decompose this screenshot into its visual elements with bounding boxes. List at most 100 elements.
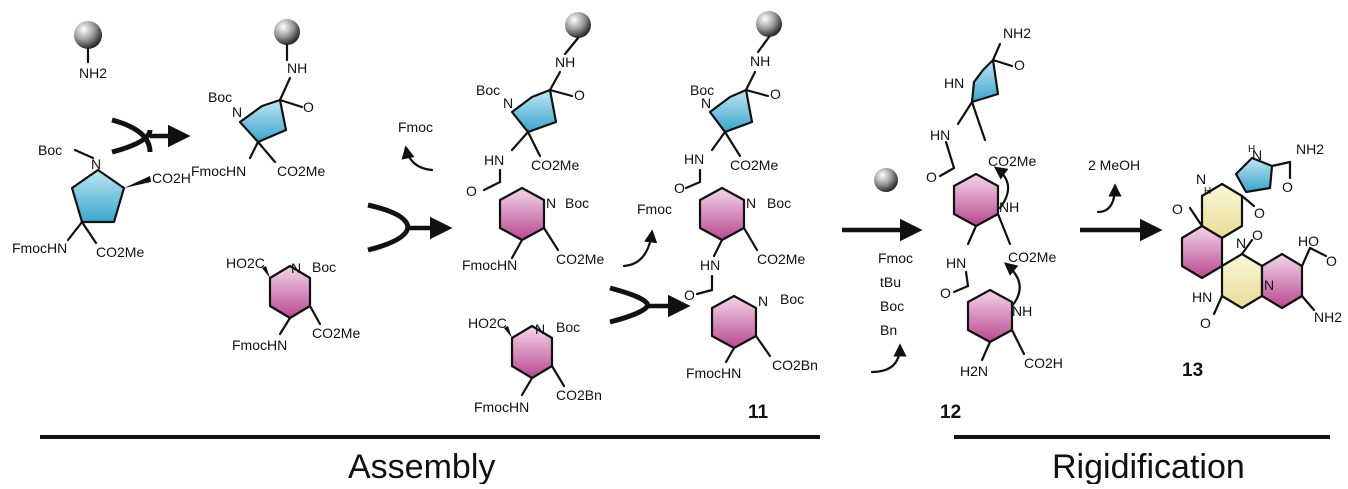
s4-nh: NH bbox=[555, 54, 575, 70]
s2-boc: Boc bbox=[208, 89, 232, 105]
svg-text:N: N bbox=[701, 95, 711, 111]
svg-text:N: N bbox=[746, 195, 756, 211]
resin-bead-icon bbox=[74, 21, 102, 49]
svg-text:N: N bbox=[232, 104, 242, 120]
s11-resin-icon bbox=[756, 11, 782, 37]
s4-pyrrolidine-icon bbox=[512, 90, 556, 132]
s13-piperidine-1-icon bbox=[1182, 226, 1222, 278]
svg-text:N: N bbox=[291, 260, 301, 276]
s11-pyrrolidine-icon bbox=[710, 90, 752, 132]
resin-amine-label: NH2 bbox=[79, 65, 107, 81]
svg-text:N: N bbox=[91, 156, 101, 172]
merge-arrow-3 bbox=[609, 285, 691, 325]
svg-text:H: H bbox=[1248, 144, 1255, 155]
structure-1: N Boc CO2H FmocHN CO2Me bbox=[12, 142, 191, 260]
s11-nh: NH bbox=[750, 53, 770, 69]
s11-boc2: Boc bbox=[767, 195, 791, 211]
s11-boc3: Boc bbox=[780, 291, 804, 307]
svg-text:O: O bbox=[1252, 227, 1263, 243]
svg-text:N: N bbox=[503, 95, 513, 111]
s3-piperidine-icon bbox=[270, 266, 310, 318]
svg-text:O: O bbox=[684, 287, 695, 303]
svg-text:O: O bbox=[574, 87, 585, 103]
s1-boc: Boc bbox=[38, 142, 62, 158]
s12-ester2: CO2Me bbox=[1008, 249, 1056, 265]
s4-hn: HN bbox=[484, 152, 504, 168]
s11-piperidine-1-icon bbox=[700, 188, 744, 240]
s11-ester3: CO2Bn bbox=[772, 357, 818, 373]
assembly-label: Assembly bbox=[348, 448, 495, 484]
s5-ester: CO2Bn bbox=[556, 387, 602, 403]
cleavage-1: Fmoc bbox=[878, 250, 913, 266]
svg-text:O: O bbox=[926, 169, 937, 185]
s3-acid: HO2C bbox=[226, 255, 265, 271]
s11-boc1: Boc bbox=[690, 82, 714, 98]
merge-arrow-2 bbox=[367, 202, 453, 253]
svg-text:N: N bbox=[546, 195, 556, 211]
svg-text:N: N bbox=[535, 321, 545, 337]
s13-amide: NH2 bbox=[1296, 141, 1324, 157]
structure-3: N Boc HO2C FmocHN CO2Me bbox=[226, 255, 360, 353]
cleaved-resin-icon bbox=[874, 168, 898, 192]
fmoc-loss-2-label: Fmoc bbox=[637, 201, 672, 217]
s5-amine: FmocHN bbox=[474, 399, 529, 415]
svg-text:O: O bbox=[940, 285, 951, 301]
svg-text:O: O bbox=[1014, 57, 1025, 73]
s13-n: N bbox=[1196, 171, 1206, 187]
s1-amine: FmocHN bbox=[12, 240, 67, 256]
s2-nh: NH bbox=[287, 60, 307, 76]
s12-piperidine-1-icon bbox=[954, 174, 998, 226]
s4-piperidine-icon bbox=[500, 188, 544, 240]
s13-acid: HO bbox=[1298, 233, 1319, 249]
s2-ester: CO2Me bbox=[277, 163, 325, 179]
s13-dkp-1-icon bbox=[1202, 184, 1242, 238]
s12-pyrrolidine-icon bbox=[972, 60, 998, 102]
s2-pyrrolidine-icon bbox=[240, 100, 286, 142]
s5-piperidine-icon bbox=[512, 326, 552, 378]
s4-boc2: Boc bbox=[565, 195, 589, 211]
s5-acid: HO2C bbox=[468, 315, 507, 331]
s13-h: H bbox=[1204, 186, 1211, 197]
s2-amine: FmocHN bbox=[191, 163, 246, 179]
compound-13-label: 13 bbox=[1182, 360, 1203, 381]
resin-amine: NH2 bbox=[74, 21, 107, 81]
s11-hn2: HN bbox=[700, 257, 720, 273]
compound-11-label: 11 bbox=[748, 402, 769, 423]
s3-ester: CO2Me bbox=[312, 325, 360, 341]
s4-amine: FmocHN bbox=[462, 257, 517, 273]
svg-text:N: N bbox=[1252, 147, 1262, 163]
cyclization-label: 2 MeOH bbox=[1088, 157, 1140, 173]
fmoc-loss-1: Fmoc bbox=[398, 119, 434, 172]
s3-amine: FmocHN bbox=[232, 337, 287, 353]
s12-nh2: NH bbox=[1012, 303, 1032, 319]
s12-amide: NH2 bbox=[1003, 25, 1031, 41]
s4-resin-icon bbox=[565, 12, 591, 38]
compound-13: N H O NH2 N H O O N O HN O N HO O NH2 13 bbox=[1172, 141, 1342, 381]
s11-amine: FmocHN bbox=[686, 365, 741, 381]
cyclization-step: 2 MeOH bbox=[1080, 157, 1163, 242]
svg-text:O: O bbox=[674, 180, 685, 196]
s4-boc1: Boc bbox=[476, 82, 500, 98]
s11-ester1: CO2Me bbox=[730, 157, 778, 173]
s5-boc: Boc bbox=[556, 319, 580, 335]
svg-text:N: N bbox=[758, 293, 768, 309]
fmoc-loss-2: Fmoc bbox=[622, 201, 672, 268]
s11-piperidine-2-icon bbox=[712, 296, 756, 348]
s4-ester2: CO2Me bbox=[556, 251, 604, 267]
s13-hn: HN bbox=[1192, 289, 1212, 305]
structure-5: N Boc HO2C FmocHN CO2Bn bbox=[468, 315, 602, 415]
svg-text:O: O bbox=[770, 86, 781, 102]
s1-acid: CO2H bbox=[152, 170, 191, 186]
svg-text:N: N bbox=[1236, 235, 1246, 251]
cleavage-step: Fmoc tBu Boc Bn bbox=[842, 168, 923, 374]
s12-amine: H2N bbox=[960, 363, 988, 379]
svg-text:O: O bbox=[466, 183, 477, 199]
svg-text:O: O bbox=[1282, 179, 1293, 195]
svg-text:HN: HN bbox=[944, 75, 964, 91]
merge-arrow-1 bbox=[111, 117, 191, 155]
svg-text:N: N bbox=[1264, 277, 1274, 293]
s4-ester1: CO2Me bbox=[531, 157, 579, 173]
s12-piperidine-2-icon bbox=[968, 290, 1012, 342]
